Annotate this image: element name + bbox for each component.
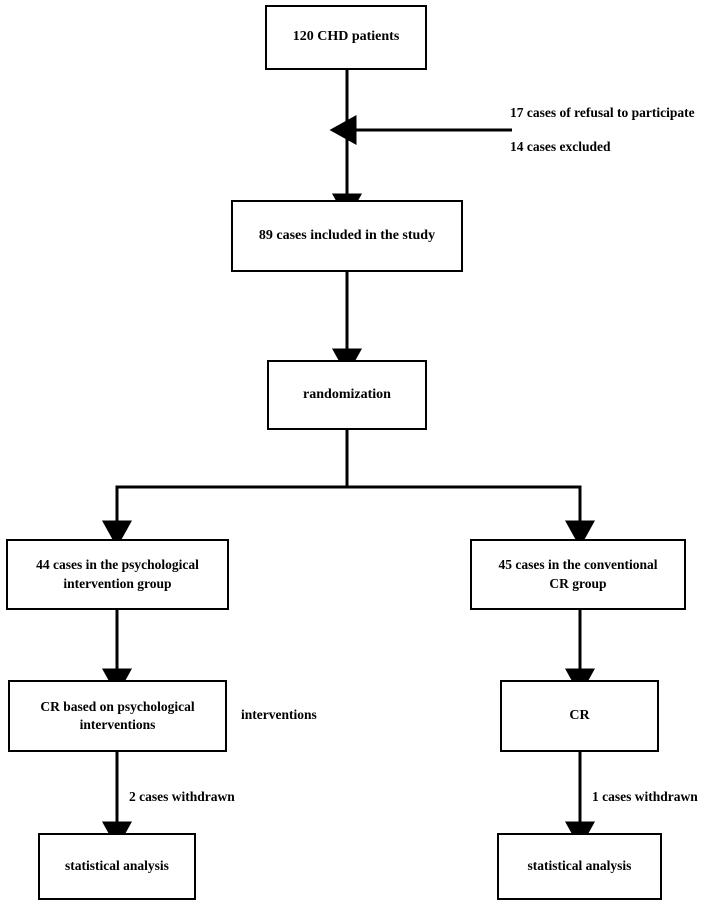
node-left-analysis: statistical analysis	[38, 833, 196, 900]
node-left-group-text: 44 cases in the psychological interventi…	[36, 557, 199, 591]
label-exclusion-line1: 17 cases of refusal to participate	[510, 105, 695, 120]
edge-randomization-split-left	[102, 430, 349, 548]
node-randomization: randomization	[267, 360, 427, 430]
label-interventions: interventions	[241, 707, 317, 722]
node-right-intervention: CR	[500, 680, 659, 752]
node-right-intervention-text: CR	[569, 707, 590, 723]
node-right-group: 45 cases in the conventional CR group	[470, 539, 686, 610]
node-enrollment-text: 120 CHD patients	[292, 29, 400, 45]
node-left-group: 44 cases in the psychological interventi…	[6, 539, 229, 610]
node-left-intervention-text: CR based on psychological interventions	[40, 698, 195, 732]
label-exclusion-line2: 14 cases excluded	[510, 139, 611, 154]
node-right-group-text: 45 cases in the conventional CR group	[498, 557, 658, 591]
node-right-analysis: statistical analysis	[497, 833, 662, 900]
node-right-analysis-text: statistical analysis	[527, 858, 632, 874]
label-left-withdrawn: 2 cases withdrawn	[129, 789, 235, 804]
node-enrollment: 120 CHD patients	[265, 5, 427, 70]
node-included-text: 89 cases included in the study	[258, 227, 436, 243]
label-right-withdrawn: 1 cases withdrawn	[592, 789, 698, 804]
node-included: 89 cases included in the study	[231, 200, 463, 272]
node-left-analysis-text: statistical analysis	[65, 858, 169, 874]
edge-randomization-split-right	[345, 430, 595, 548]
node-left-intervention: CR based on psychological interventions	[8, 680, 227, 752]
node-randomization-text: randomization	[303, 386, 391, 402]
